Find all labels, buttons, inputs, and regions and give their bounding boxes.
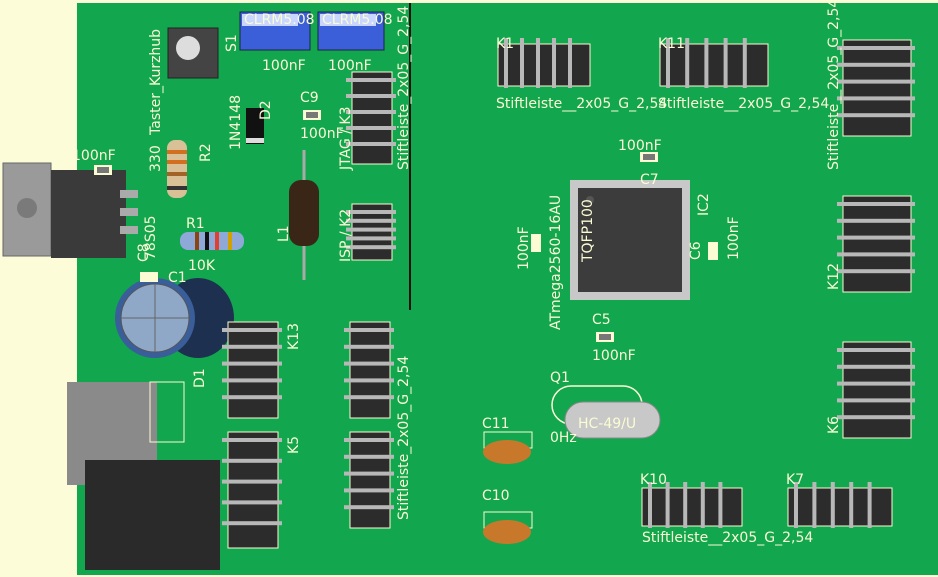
silk-c5: C5: [592, 312, 611, 328]
header-k10[interactable]: [641, 482, 743, 528]
silk-k1_text: Stiftleiste__2x05_G_2,54: [496, 96, 667, 112]
ceramic-capacitor-c10[interactable]: [483, 511, 533, 544]
silk-c9_val: 100nF: [300, 126, 344, 142]
silk-c7: C7: [640, 172, 659, 188]
silkscreen-labels: CLRM5.08 CLRM5.08 100nF 100nF S1 Taster_Kurzh…: [72, 0, 842, 546]
header-jtag-k3[interactable]: [346, 71, 396, 165]
silk-k11_text: Stiftleiste__2x05_G_2,54: [658, 96, 829, 112]
silk-q1_val: 0Hz: [550, 430, 577, 446]
silk-stift_bottom: Stiftleiste__2x05_G_2,54: [642, 530, 813, 546]
silk-r2: R2: [198, 143, 214, 162]
silk-k5: K5: [286, 436, 302, 454]
silk-c2_val: 100nF: [262, 58, 306, 74]
smd-capacitor-c5[interactable]: [596, 332, 614, 342]
header-mid-2[interactable]: [344, 431, 394, 529]
header-k7[interactable]: [787, 482, 893, 528]
silk-c6: C6: [688, 241, 704, 260]
silk-r2_val: 330: [148, 145, 164, 172]
silk-stift_right: Stiftleiste__2x05_G_2,54: [826, 0, 842, 170]
header-k12[interactable]: [837, 195, 915, 293]
silk-d2_part: 1N4148: [228, 95, 244, 150]
silk-q1: Q1: [550, 370, 570, 386]
silk-r1_val: 10K: [188, 258, 216, 274]
smd-capacitor-c9[interactable]: [303, 110, 321, 120]
silk-k10: K10: [640, 472, 667, 488]
capacitor-blue-2[interactable]: [317, 11, 385, 51]
header-isp-k2[interactable]: [346, 203, 396, 261]
silk-r1: R1: [186, 216, 205, 232]
silk-k1: K1: [496, 36, 514, 52]
silk-stift_top: Stiftleiste_2x05_G_2,54: [396, 6, 412, 170]
pin-headers: [222, 38, 915, 549]
voltage-regulator[interactable]: [2, 162, 138, 258]
silk-stift_mid: Stiftleiste_2x05_G_2,54: [396, 356, 412, 520]
header-right-top[interactable]: [837, 39, 915, 137]
silk-c8: C8: [136, 243, 152, 262]
power-jack[interactable]: [67, 381, 220, 570]
silk-c6_val: 100nF: [726, 216, 742, 260]
crystal-q1[interactable]: [551, 385, 661, 439]
header-mid-1[interactable]: [344, 321, 394, 419]
silk-c7_val: 100nF: [618, 138, 662, 154]
smd-capacitor-c7[interactable]: [640, 152, 658, 162]
silk-c_left_val: 100nF: [516, 226, 532, 270]
resistor-r2[interactable]: [167, 140, 187, 198]
silk-mcu_pkg: TQFP100: [580, 199, 596, 263]
silk-s1: S1: [224, 34, 240, 52]
silk-d2: D2: [258, 100, 274, 120]
silk-c3_blue: CLRM5.08: [322, 12, 393, 28]
silk-k12: K12: [826, 263, 842, 290]
silk-isp_k2: ISP / K2: [338, 209, 354, 262]
silk-c2_blue: CLRM5.08: [244, 12, 315, 28]
diode-d2[interactable]: [246, 108, 264, 144]
smd-capacitor-c3[interactable]: [531, 234, 541, 252]
smd-capacitor-c4[interactable]: [94, 165, 112, 175]
header-k5[interactable]: [222, 431, 282, 549]
smd-capacitor-c6[interactable]: [708, 242, 718, 260]
inductor-l1[interactable]: [289, 150, 319, 280]
electrolytic-capacitor-c1[interactable]: [115, 278, 234, 358]
header-k1[interactable]: [497, 38, 591, 88]
silk-taster: Taster_Kurzhub: [148, 29, 164, 136]
ceramic-capacitor-c11[interactable]: [483, 431, 533, 464]
silk-k11: K11: [658, 36, 685, 52]
header-k6[interactable]: [837, 341, 915, 439]
silk-c4_val: 100nF: [72, 148, 116, 164]
silk-d1: D1: [192, 368, 208, 388]
silk-xtal: HC-49/U: [578, 416, 636, 432]
silk-c5_val: 100nF: [592, 348, 636, 364]
silk-k13: K13: [286, 323, 302, 350]
header-k11[interactable]: [659, 38, 769, 88]
resistor-r1[interactable]: [180, 232, 244, 250]
silk-k7: K7: [786, 472, 804, 488]
silk-reg: 78S05: [143, 215, 159, 260]
silk-c11: C11: [482, 416, 510, 432]
silk-c10: C10: [482, 488, 510, 504]
silk-c3_val: 100nF: [328, 58, 372, 74]
silk-mcu_val: ATmega2560-16AU: [548, 195, 564, 330]
header-k13[interactable]: [222, 321, 282, 419]
silk-k6: K6: [826, 416, 842, 434]
silk-ic2: IC2: [696, 193, 712, 216]
silk-c1: C1: [168, 270, 187, 286]
mcu-chip[interactable]: [570, 180, 690, 300]
capacitor-blue-1[interactable]: [239, 11, 311, 51]
silk-jtag_k3: JTAG / K3: [338, 107, 354, 171]
push-button-s1[interactable]: [167, 27, 219, 79]
silk-c9: C9: [300, 90, 319, 106]
smd-capacitor-c8[interactable]: [140, 272, 158, 282]
silk-l1: L1: [276, 225, 292, 242]
